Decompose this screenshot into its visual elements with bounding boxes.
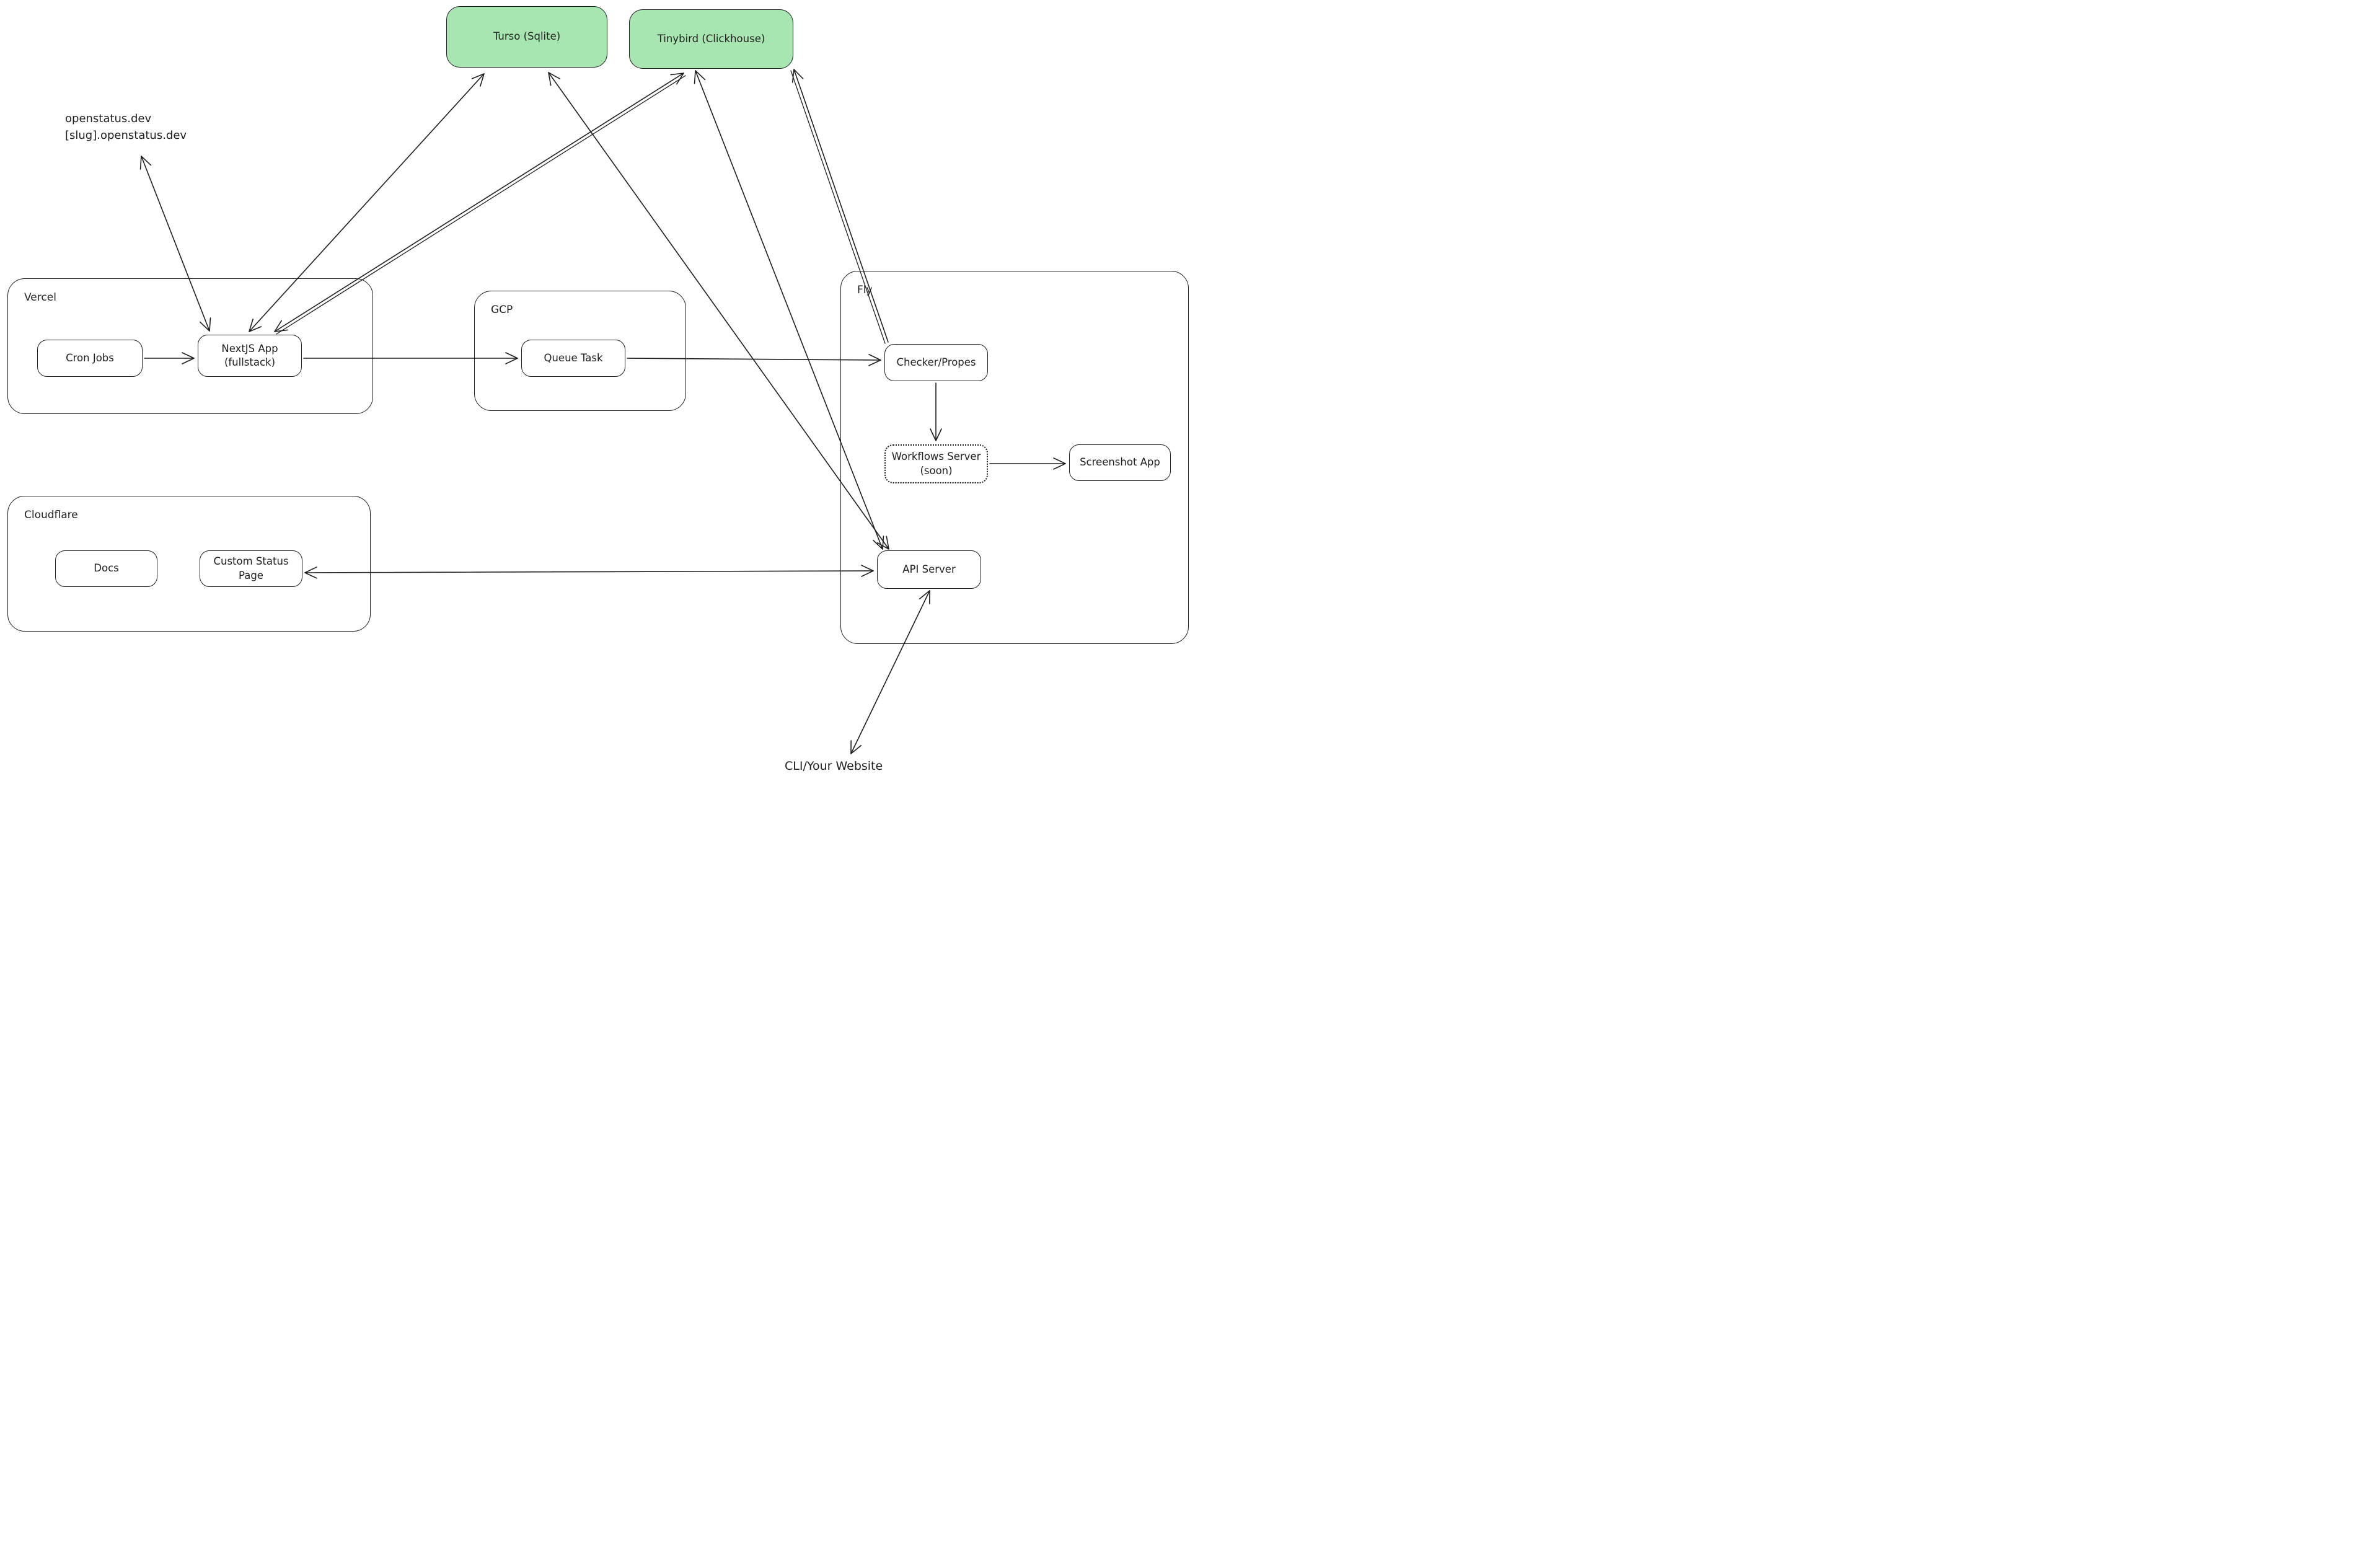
container-gcp-label: GCP xyxy=(491,304,513,316)
node-cron-jobs: Cron Jobs xyxy=(37,340,143,377)
container-cloudflare-label: Cloudflare xyxy=(24,509,78,521)
diagram-canvas: Vercel GCP Fly Cloudflare Turso (Sqlite)… xyxy=(0,0,1190,774)
node-nextjs-app: NextJS App (fullstack) xyxy=(198,335,302,377)
domains-text: openstatus.dev [slug].openstatus.dev xyxy=(65,110,187,144)
node-cron-jobs-label: Cron Jobs xyxy=(66,351,114,364)
node-nextjs-app-sublabel: (fullstack) xyxy=(224,356,276,368)
node-custom-status-page: Custom Status Page xyxy=(200,550,302,587)
node-tinybird-database: Tinybird (Clickhouse) xyxy=(629,9,793,69)
container-fly-label: Fly xyxy=(857,284,873,296)
node-turso-label: Turso (Sqlite) xyxy=(493,30,561,43)
container-cloudflare: Cloudflare xyxy=(7,496,371,632)
arrow-api-server-to-custom-status-page xyxy=(304,565,874,579)
node-workflows-server-label: Workflows Server xyxy=(891,451,981,463)
node-workflows-server: Workflows Server (soon) xyxy=(884,444,988,483)
node-tinybird-label: Tinybird (Clickhouse) xyxy=(657,32,765,45)
node-turso-database: Turso (Sqlite) xyxy=(446,6,607,68)
node-queue-task: Queue Task xyxy=(521,340,625,377)
node-queue-task-label: Queue Task xyxy=(544,351,603,364)
node-checker-propes-label: Checker/Propes xyxy=(896,356,976,368)
container-vercel-label: Vercel xyxy=(24,291,56,304)
cli-your-website-text: CLI/Your Website xyxy=(785,759,883,773)
node-checker-propes: Checker/Propes xyxy=(884,344,988,381)
node-docs-label: Docs xyxy=(94,562,119,575)
node-nextjs-app-label: NextJS App xyxy=(221,342,278,355)
node-screenshot-app-label: Screenshot App xyxy=(1080,456,1160,469)
node-api-server-label: API Server xyxy=(902,563,956,575)
node-workflows-server-sublabel: (soon) xyxy=(920,464,953,477)
domains-line2: [slug].openstatus.dev xyxy=(65,129,187,142)
node-api-server: API Server xyxy=(877,550,981,589)
node-custom-status-page-label: Custom Status Page xyxy=(213,555,289,581)
node-docs: Docs xyxy=(55,550,157,587)
domains-line1: openstatus.dev xyxy=(65,112,152,125)
node-screenshot-app: Screenshot App xyxy=(1069,444,1171,481)
